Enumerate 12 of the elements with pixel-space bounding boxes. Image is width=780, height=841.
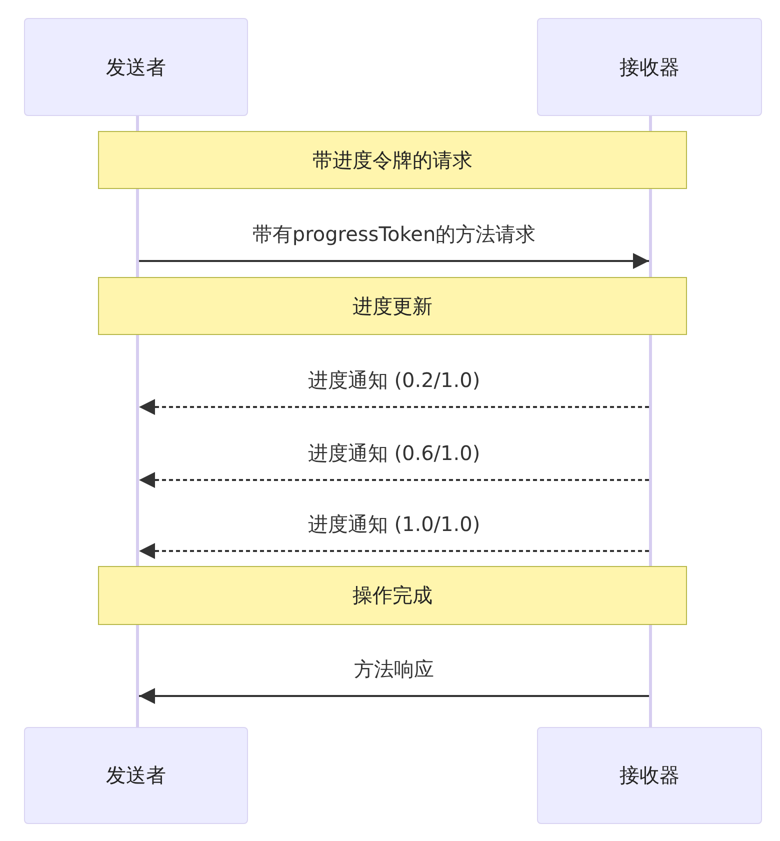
participant-box: 发送者 bbox=[24, 727, 248, 824]
message-arrow bbox=[139, 253, 649, 269]
participant-box: 接收器 bbox=[537, 18, 762, 116]
message-arrow bbox=[139, 688, 649, 704]
note-box: 带进度令牌的请求 bbox=[98, 131, 687, 189]
message-arrow bbox=[139, 472, 649, 488]
note-box: 进度更新 bbox=[98, 277, 687, 335]
participant-box: 发送者 bbox=[24, 18, 248, 116]
message-arrow bbox=[139, 399, 649, 415]
message-arrow bbox=[139, 543, 649, 559]
note-box: 操作完成 bbox=[98, 566, 687, 625]
participant-box: 接收器 bbox=[537, 727, 762, 824]
